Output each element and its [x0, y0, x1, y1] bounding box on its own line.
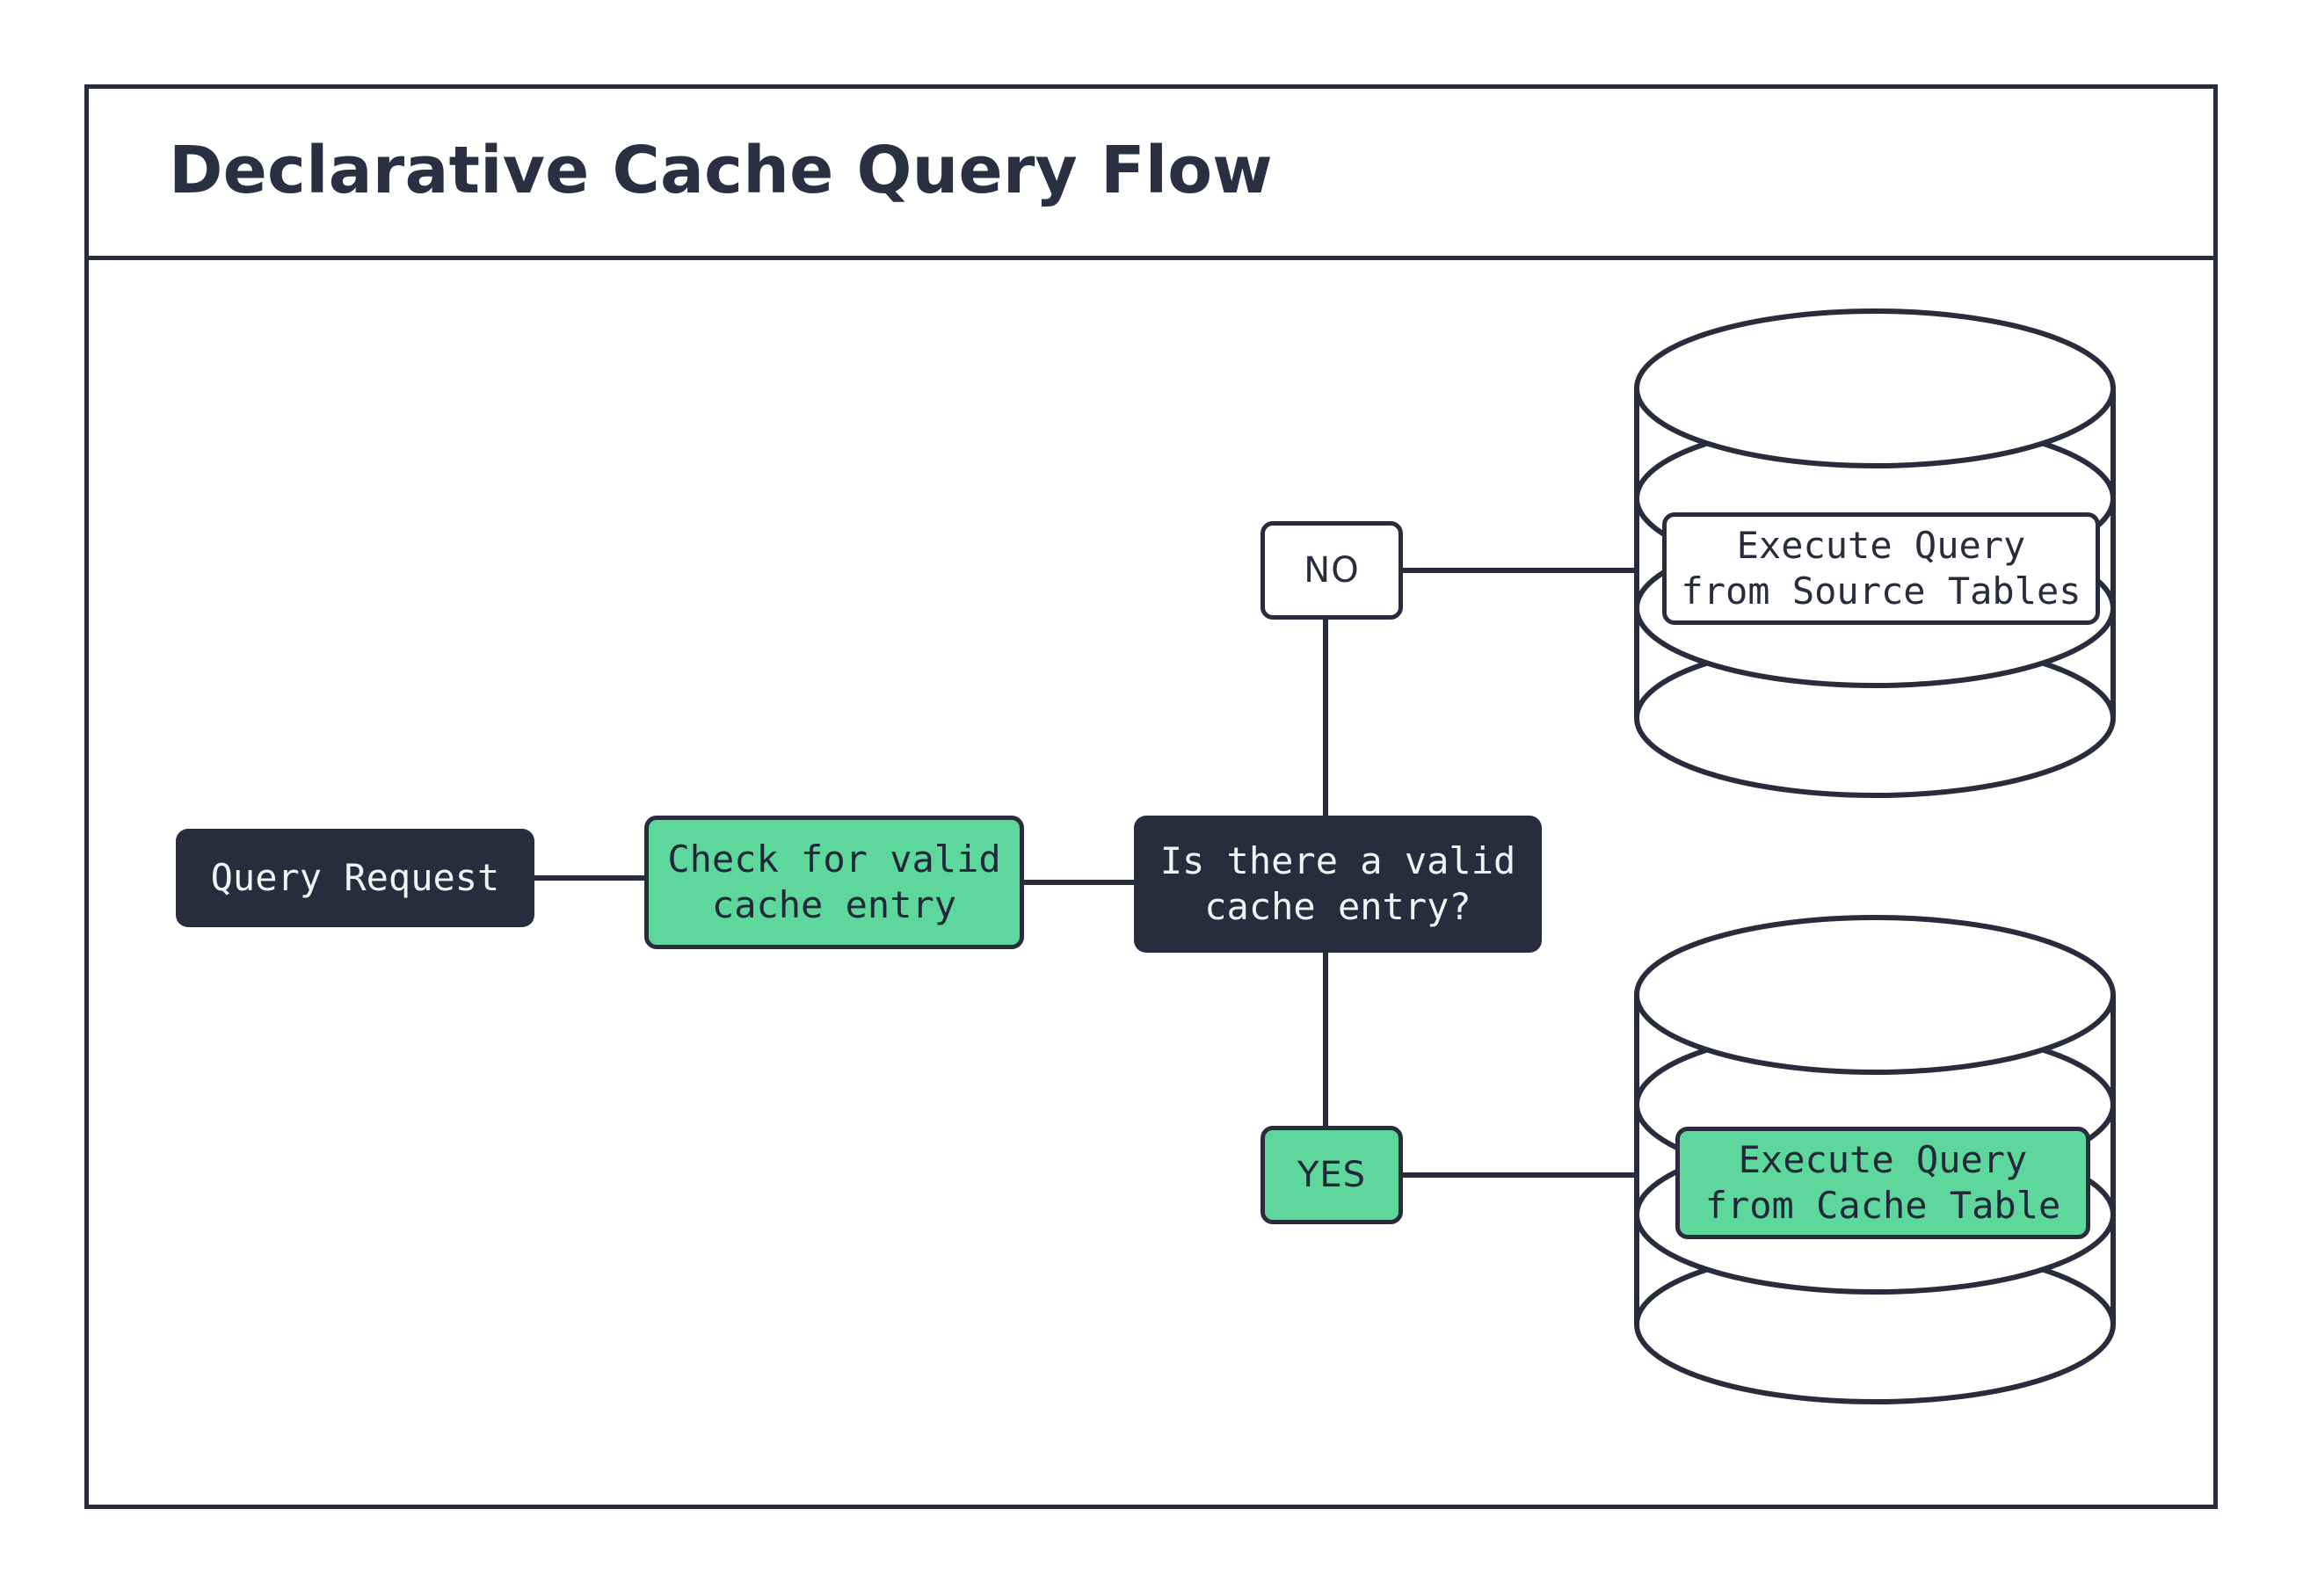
title-bar: Declarative Cache Query Flow — [84, 84, 2218, 260]
node-execute-query-source-tables[interactable]: Execute Query from Source Tables — [1662, 512, 2100, 625]
node-check-cache[interactable]: Check for valid cache entry — [644, 816, 1024, 949]
branch-label-yes[interactable]: YES — [1260, 1126, 1403, 1224]
diagram-frame — [84, 84, 2218, 1509]
page-title: Declarative Cache Query Flow — [169, 132, 1273, 208]
node-decision-valid-cache-entry[interactable]: Is there a valid cache entry? — [1134, 816, 1542, 953]
node-execute-query-cache-table[interactable]: Execute Query from Cache Table — [1675, 1127, 2090, 1239]
branch-label-no[interactable]: NO — [1260, 521, 1403, 620]
node-query-request[interactable]: Query Request — [176, 829, 534, 927]
